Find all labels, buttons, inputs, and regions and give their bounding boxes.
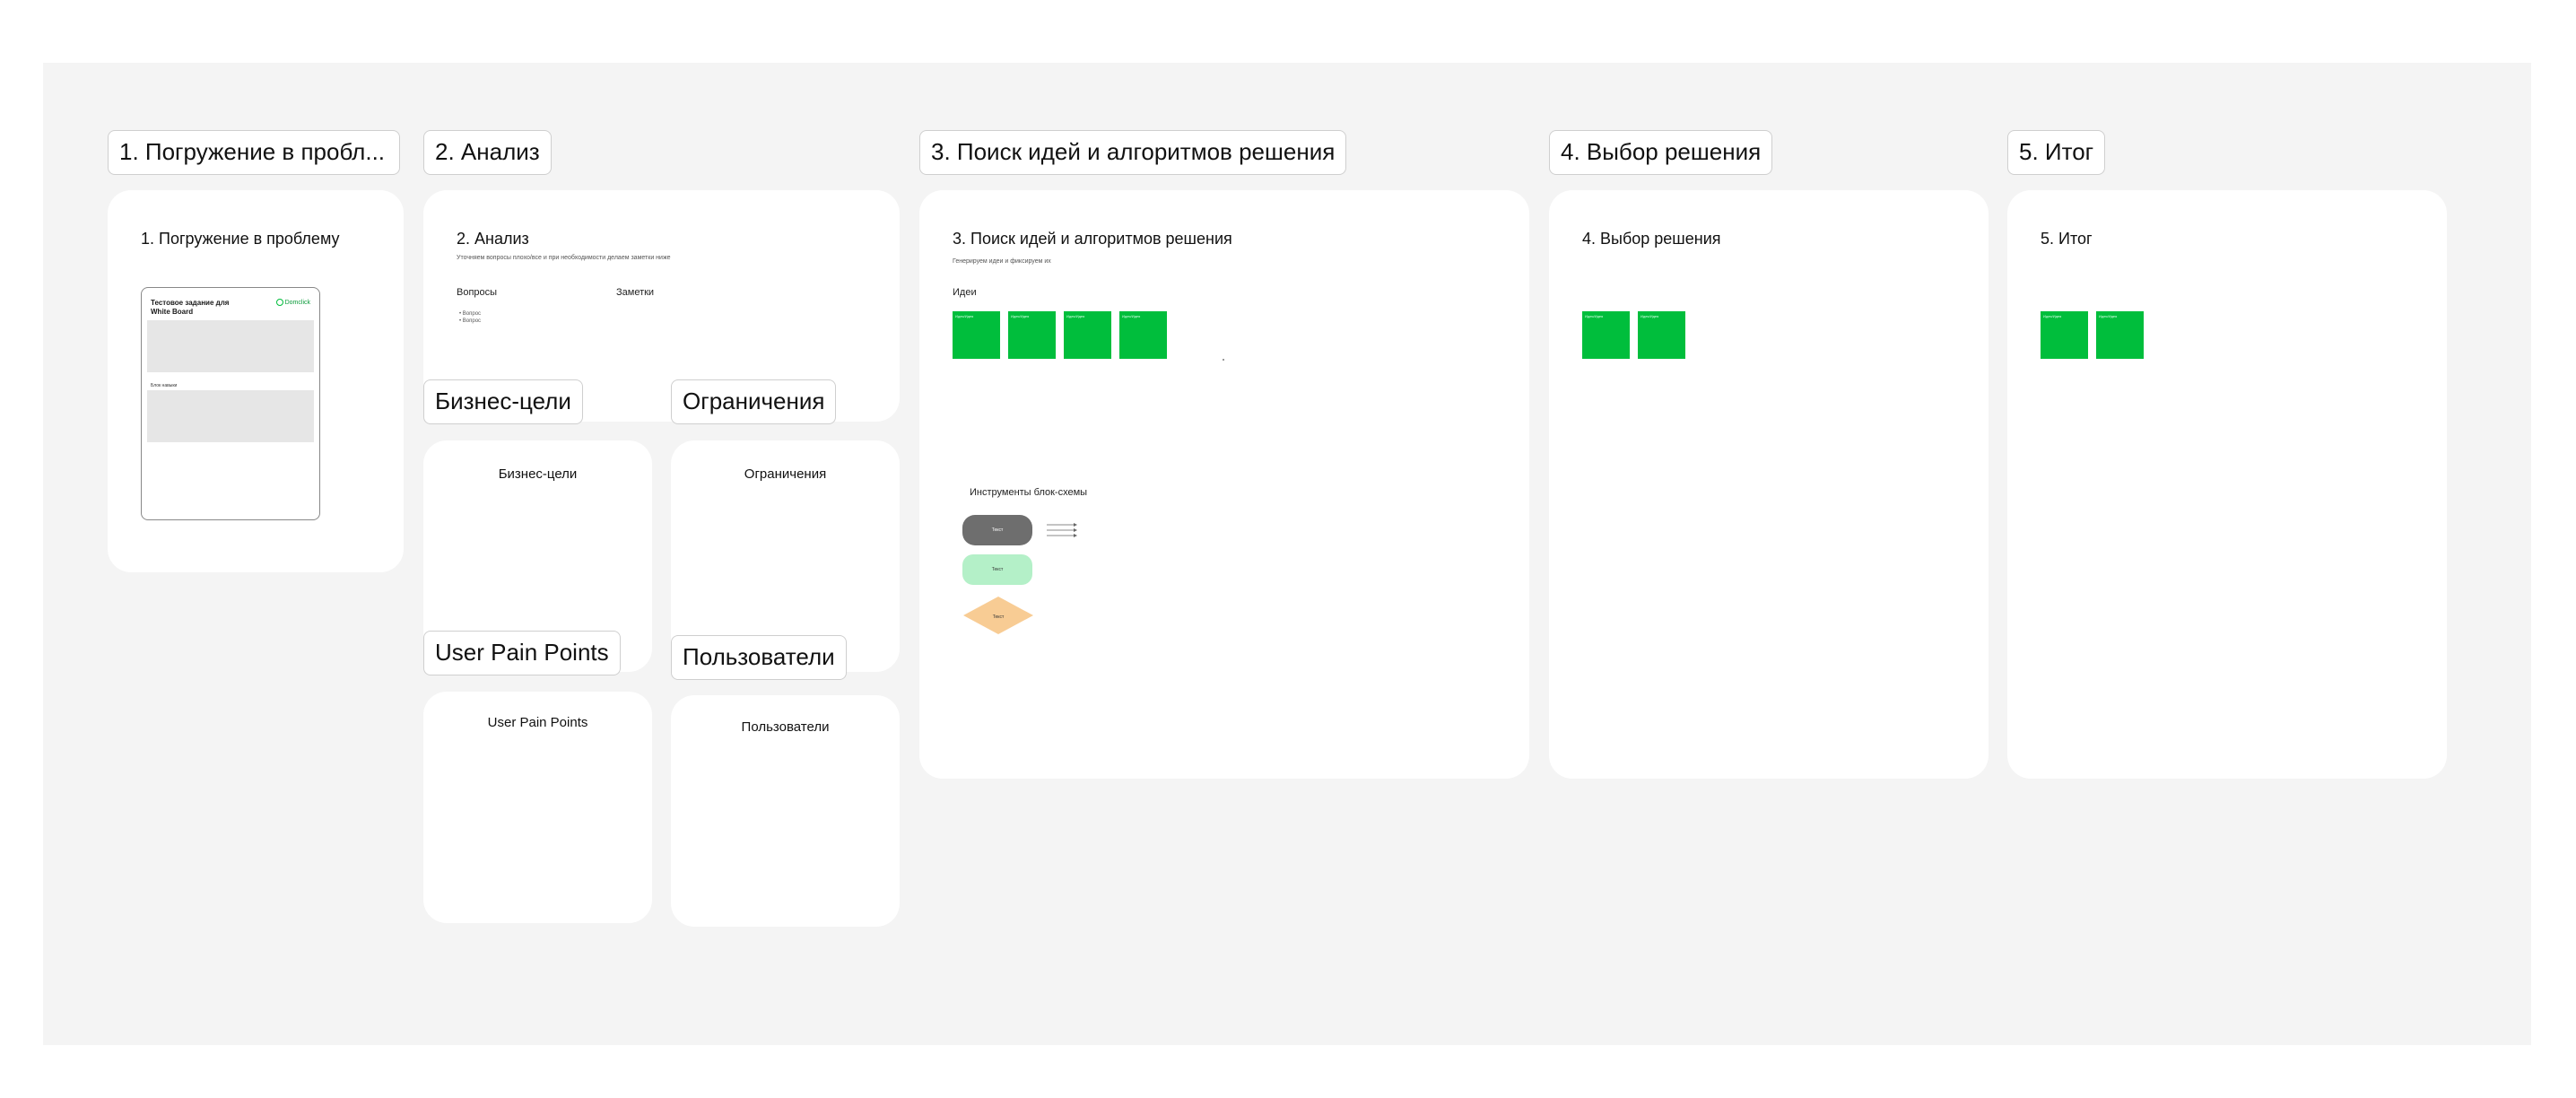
flowchart-decision-shape[interactable]: Текст: [962, 596, 1034, 635]
frame-tab-user-pain-points[interactable]: User Pain Points: [423, 631, 621, 675]
sticky-note-label: Идея/Идея: [2099, 314, 2118, 318]
ideas-heading: Идеи: [953, 287, 977, 298]
sticky-note[interactable]: Идея/Идея: [2041, 311, 2088, 359]
frame-tab-users[interactable]: Пользователи: [671, 635, 847, 680]
sticky-note-label: Идея/Идея: [1640, 314, 1659, 318]
flowchart-tools-heading: Инструменты блок-схемы: [970, 487, 1088, 498]
frame-title: Ограничения: [744, 466, 827, 482]
sticky-note-label: Идея/Идея: [1011, 314, 1030, 318]
frame-tab-result[interactable]: 5. Итог: [2007, 130, 2106, 175]
frame-title: 3. Поиск идей и алгоритмов решения: [953, 230, 1232, 248]
frame-title: User Pain Points: [487, 715, 588, 730]
frame-title: 4. Выбор решения: [1582, 230, 1721, 248]
frame-title: 5. Итог: [2041, 230, 2093, 248]
sticky-note-label: Идея/Идея: [1585, 314, 1604, 318]
frame-tab-analysis[interactable]: 2. Анализ: [423, 130, 552, 175]
question-item[interactable]: • Вопрос: [459, 318, 482, 324]
sticky-note-label: Идея/Идея: [2043, 314, 2062, 318]
frame-result[interactable]: 5. Итог Идея/Идея Идея/Идея: [2007, 190, 2447, 779]
sticky-note[interactable]: Идея/Идея: [1008, 311, 1056, 359]
frame-subtitle: Уточняем вопросы плохо/все и при необход…: [457, 255, 671, 261]
frame-constraints[interactable]: Ограничения: [671, 440, 900, 672]
task-document-thumbnail[interactable]: Тестовое задание для White Board Domclic…: [141, 287, 320, 520]
sticky-note[interactable]: Идея/Идея: [1119, 311, 1167, 359]
document-logo: Domclick: [275, 299, 310, 306]
questions-heading: Вопросы: [457, 287, 498, 298]
question-item[interactable]: • Вопрос: [459, 311, 482, 317]
shape-label: Текст: [991, 567, 1004, 572]
document-section-label: Блок навыки: [151, 383, 178, 388]
document-title: Тестовое задание для White Board: [151, 299, 230, 316]
logo-icon: [275, 299, 283, 306]
frame-ideas[interactable]: 3. Поиск идей и алгоритмов решения Генер…: [919, 190, 1529, 779]
sticky-note-label: Идея/Идея: [1066, 314, 1085, 318]
flowchart-arrows-icon[interactable]: [1045, 522, 1079, 538]
frame-title: 2. Анализ: [457, 230, 529, 248]
shape-label: Текст: [993, 614, 1005, 620]
frame-title: Пользователи: [741, 719, 830, 735]
frame-tab-constraints[interactable]: Ограничения: [671, 379, 837, 424]
frame-users[interactable]: Пользователи: [671, 695, 900, 927]
sticky-note[interactable]: Идея/Идея: [1064, 311, 1111, 359]
document-placeholder-image: [147, 320, 314, 372]
frame-tab-business-goals[interactable]: Бизнес-цели: [423, 379, 583, 424]
frame-subtitle: Генерируем идеи и фиксируем их: [953, 258, 1051, 265]
flowchart-terminator-shape[interactable]: Текст: [962, 515, 1032, 545]
frame-tab-choice[interactable]: 4. Выбор решения: [1549, 130, 1773, 175]
logo-text: Domclick: [284, 299, 310, 306]
frame-tab-immersion[interactable]: 1. Погружение в пробл...: [108, 130, 400, 175]
frame-tab-ideas[interactable]: 3. Поиск идей и алгоритмов решения: [919, 130, 1347, 175]
sticky-note-label: Идея/Идея: [1122, 314, 1141, 318]
notes-heading: Заметки: [616, 287, 655, 298]
document-placeholder-image: [147, 390, 314, 442]
frame-user-pain-points[interactable]: User Pain Points: [423, 692, 652, 923]
sticky-note[interactable]: Идея/Идея: [2096, 311, 2144, 359]
canvas-dot: [1223, 359, 1224, 361]
sticky-note[interactable]: Идея/Идея: [1582, 311, 1630, 359]
frame-title: Бизнес-цели: [498, 466, 578, 482]
frame-choice[interactable]: 4. Выбор решения Идея/Идея Идея/Идея: [1549, 190, 1989, 779]
frame-immersion[interactable]: 1. Погружение в проблему Тестовое задани…: [108, 190, 404, 572]
frame-title: 1. Погружение в проблему: [141, 230, 340, 248]
sticky-note[interactable]: Идея/Идея: [1638, 311, 1685, 359]
sticky-note[interactable]: Идея/Идея: [953, 311, 1000, 359]
shape-label: Текст: [991, 527, 1004, 533]
sticky-note-label: Идея/Идея: [955, 314, 974, 318]
flowchart-process-shape[interactable]: Текст: [962, 554, 1032, 585]
